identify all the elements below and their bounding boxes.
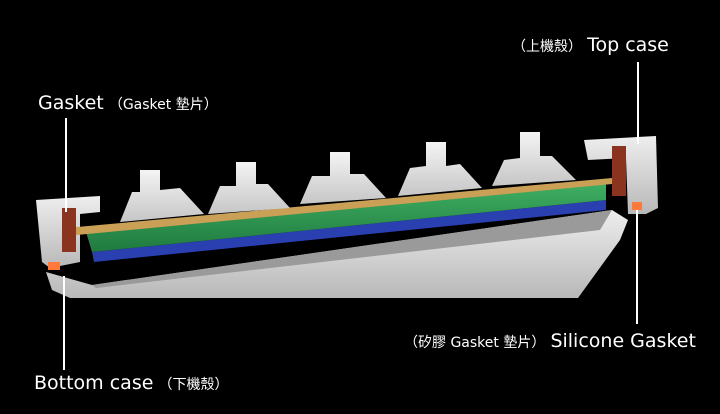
- silicone-gasket-right: [632, 202, 642, 210]
- gasket-left: [62, 208, 76, 252]
- switch-1: [120, 170, 204, 222]
- switch-3: [300, 152, 386, 204]
- bottom-case-label: Bottom case （下機殼）: [34, 372, 229, 394]
- switch-4: [398, 142, 482, 196]
- top-case-label-cn: （上機殼）: [512, 39, 582, 55]
- bottom-case-inner: [92, 210, 612, 288]
- plate-layer: [66, 178, 612, 236]
- gasket-right: [612, 146, 626, 196]
- bottom-case-label-cn: （下機殼）: [158, 377, 229, 393]
- top-case-right: [584, 136, 658, 214]
- top-case-label-en: Top case: [587, 34, 669, 56]
- pcb-layer: [86, 184, 606, 252]
- silicone-gasket-label-cn: （矽膠 Gasket 墊片）: [404, 335, 546, 351]
- gasket-label-en: Gasket: [38, 92, 104, 114]
- gasket-label: Gasket （Gasket 墊片）: [38, 92, 218, 114]
- silicone-gasket-left: [48, 262, 60, 270]
- top-case-label: （上機殼） Top case: [512, 34, 669, 56]
- gasket-label-cn: （Gasket 墊片）: [108, 97, 218, 113]
- switch-2: [208, 162, 290, 214]
- switches: [120, 132, 576, 222]
- switch-5: [492, 132, 576, 186]
- bottom-case-label-en: Bottom case: [34, 372, 154, 394]
- silicone-gasket-label: （矽膠 Gasket 墊片） Silicone Gasket: [404, 330, 696, 352]
- silicone-gasket-label-en: Silicone Gasket: [550, 330, 696, 352]
- foam-layer: [92, 200, 606, 262]
